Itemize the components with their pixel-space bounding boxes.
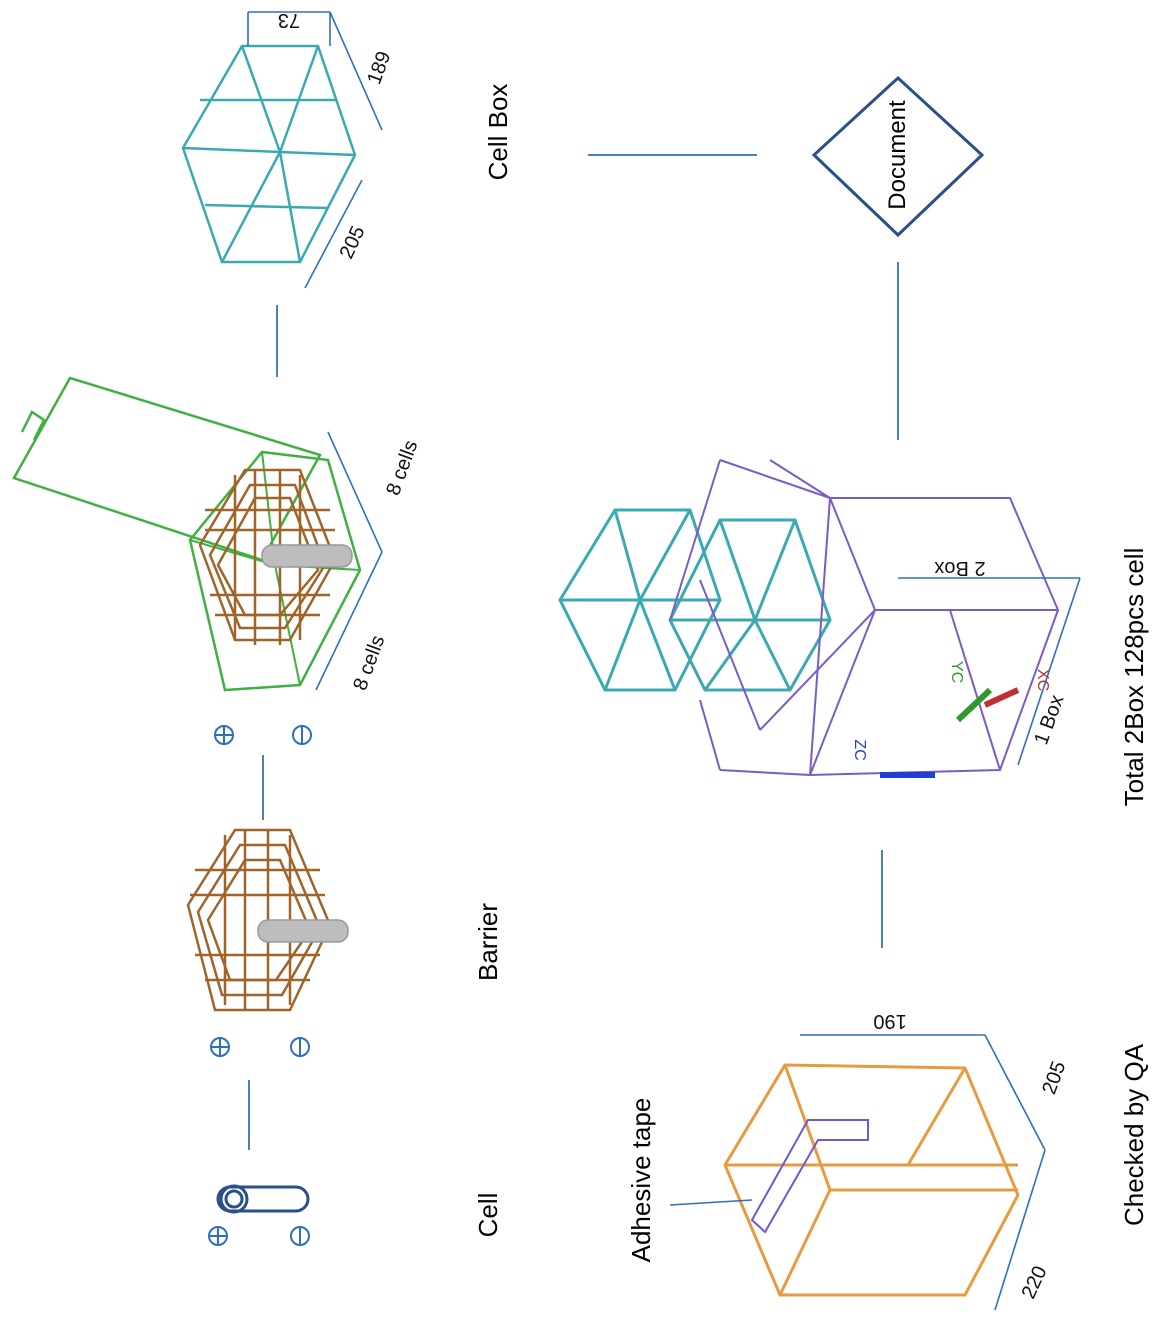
- dim-qa-width: 205: [1038, 1059, 1070, 1098]
- axis-xc: XC: [1034, 669, 1051, 691]
- dim-qa-depth: 220: [1018, 1263, 1052, 1303]
- cell-polarity-symbols: [208, 1226, 310, 1246]
- rack-dimensions: [315, 431, 383, 691]
- label-checked-by-qa: Checked by QA: [1119, 1043, 1149, 1226]
- dim-cellbox-top: 73: [278, 9, 300, 31]
- barrier-drawing: [186, 828, 349, 1012]
- document-shape: Document: [811, 75, 985, 238]
- document-label: Document: [884, 100, 911, 210]
- qa-box-drawing: [723, 1063, 1020, 1297]
- rack-drawing: [12, 376, 362, 692]
- dim-total-depth: 1 Box: [1030, 692, 1068, 748]
- rack-lid: [12, 376, 322, 562]
- total-assembly-drawing: [558, 459, 1060, 778]
- label-adhesive-tape: Adhesive tape: [626, 1098, 656, 1263]
- label-cell-box: Cell Box: [483, 84, 513, 181]
- dim-total-height: 2 Box: [934, 557, 985, 579]
- label-cell: Cell: [473, 1193, 503, 1238]
- dim-rack-cells-a: 8 cells: [382, 438, 422, 499]
- barrier-polarity-symbols: [210, 1037, 310, 1057]
- cell-box-dimensions: [247, 11, 383, 289]
- dim-rack-cells-b: 8 cells: [349, 633, 389, 694]
- cell-box-drawing: [181, 44, 357, 264]
- cell-drawing: [216, 1184, 310, 1214]
- label-total: Total 2Box 128pcs cell: [1119, 548, 1149, 807]
- rack-polarity-symbols: [214, 725, 312, 745]
- dim-qa-height: 190: [873, 1010, 906, 1032]
- axis-zc: ZC: [851, 739, 868, 760]
- dim-cellbox-width: 189: [363, 49, 395, 88]
- connectors: [248, 154, 899, 1150]
- qa-box-dimensions: [669, 1034, 1046, 1311]
- total-assembly-dimensions: [898, 577, 1081, 766]
- axis-yc: YC: [948, 661, 965, 683]
- dim-cellbox-depth: 205: [336, 223, 370, 263]
- label-barrier: Barrier: [473, 903, 503, 981]
